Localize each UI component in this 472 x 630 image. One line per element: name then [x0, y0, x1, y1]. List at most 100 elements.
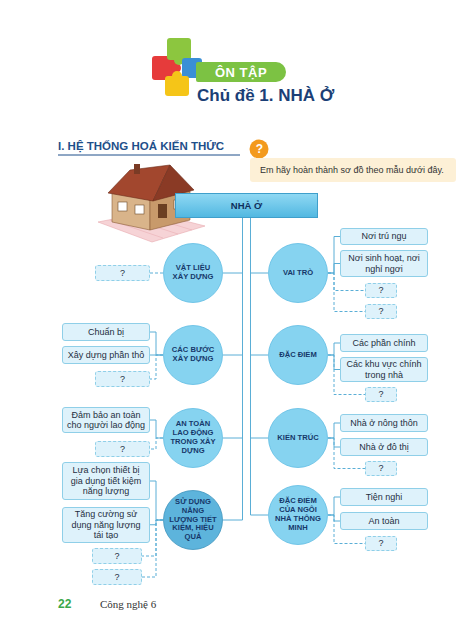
leaf-box: ? [365, 387, 397, 402]
leaf-box: ? [365, 283, 397, 298]
book-title: Công nghệ 6 [100, 598, 156, 610]
connector-line [328, 264, 340, 274]
connector-line [223, 218, 243, 273]
connector-line [150, 481, 163, 520]
leaf-box: Nhà ở nông thôn [340, 414, 428, 432]
circle-shape [269, 244, 328, 303]
root-box: NHÀ Ở [175, 193, 318, 218]
topic-circle: SỬ DỤNG NĂNG LƯỢNG TIẾT KIỆM, HIỆU QUẢ [163, 490, 223, 550]
leaf-box: Tăng cường sử dụng năng lượng tái tạo [62, 507, 150, 543]
topic-circle: KIẾN TRÚC [268, 408, 328, 468]
node-text: Các khu vực chính trong nhà [344, 359, 424, 380]
node-text: Nhà ở nông thôn [350, 418, 417, 429]
leaf-box: Các khu vực chính trong nhà [340, 357, 428, 382]
node-text: Nơi trú ngụ [362, 231, 407, 242]
connector-line [328, 343, 340, 355]
leaf-box: Xây dựng phần thô [62, 346, 150, 364]
house-door [158, 204, 167, 218]
leaf-box: An toàn [340, 512, 428, 530]
leaf-box: Nơi trú ngụ [340, 228, 428, 245]
leaf-box: Nhà ở đô thị [340, 438, 428, 456]
topic-circle: CÁC BƯỚC XÂY DỰNG [163, 325, 223, 385]
leaf-box: Lựa chọn thiết bị gia dụng tiết kiệm năn… [62, 462, 150, 500]
leaf-box: ? [95, 371, 150, 387]
connector-line [150, 420, 163, 438]
topic-circle: VAI TRÒ [268, 243, 328, 303]
puzzle-knob [172, 71, 182, 81]
connector-line [150, 273, 163, 274]
house-window [135, 205, 144, 214]
circle-text: VẬT LIỆU XÂY DỰNG [167, 264, 219, 282]
node-text: ? [378, 463, 383, 474]
node-text: Nơi sinh hoạt, nơi nghỉ ngơi [344, 253, 424, 274]
heading-underline [58, 155, 240, 156]
node-text: ÔN TẬP [215, 65, 267, 80]
circle-shape [164, 244, 223, 303]
node-text: ? [378, 285, 383, 296]
connector-line [251, 218, 269, 273]
question-icon [250, 140, 269, 159]
circle-text: KIẾN TRÚC [272, 434, 324, 443]
connector-line [328, 423, 340, 438]
node-text: ? [378, 389, 383, 400]
leaf-box: ? [365, 304, 397, 319]
node-text: Xây dựng phần thô [68, 350, 145, 361]
instruction-box: Em hãy hoàn thành sơ đồ theo mẫu dưới đâ… [250, 158, 456, 182]
connector-line [328, 273, 365, 312]
connector-line [150, 332, 163, 355]
circle-text: CÁC BƯỚC XÂY DỰNG [167, 346, 219, 364]
connector-line [223, 218, 243, 355]
circle-text: SỬ DỤNG NĂNG LƯỢNG TIẾT KIỆM, HIỆU QUẢ [167, 498, 219, 542]
connector-line [328, 355, 340, 370]
node-text: Lựa chọn thiết bị gia dụng tiết kiệm năn… [66, 465, 146, 497]
circle-text: ĐẶC ĐIỂM CỦA NGÔI NHÀ THÔNG MINH [272, 497, 324, 532]
circle-text: ĐẶC ĐIỂM [272, 351, 324, 360]
puzzle-icon [152, 38, 202, 96]
topic-circle: ĐẶC ĐIỂM CỦA NGÔI NHÀ THÔNG MINH [268, 485, 328, 545]
node-text: ? [120, 374, 125, 385]
circle-text: VAI TRÒ [272, 269, 324, 278]
leaf-box: Tiện nghi [340, 488, 428, 506]
circle-shape [164, 491, 223, 550]
circle-shape [164, 409, 223, 468]
node-text: ? [120, 444, 125, 455]
node-text: Nhà ở đô thị [359, 442, 408, 453]
topic-circle: VẬT LIỆU XÂY DỰNG [163, 243, 223, 303]
section-heading: I. HỆ THỐNG HOÁ KIẾN THỨC [58, 140, 224, 152]
connector-line [223, 218, 243, 438]
node-text: ? [378, 538, 383, 549]
topic-circle: ĐẶC ĐIỂM [268, 325, 328, 385]
connector-line [251, 218, 269, 355]
node-text: Chuẩn bị [88, 327, 124, 338]
topic-circle: AN TOÀN LAO ĐỘNG TRONG XÂY DỰNG [163, 408, 223, 468]
connector-line [223, 218, 243, 520]
review-badge: ÔN TẬP [196, 62, 286, 82]
connector-line [328, 237, 340, 274]
node-text: Tiện nghi [366, 492, 403, 503]
circle-shape [164, 326, 223, 385]
leaf-box: Nơi sinh hoạt, nơi nghỉ ngơi [340, 250, 428, 277]
circle-shape [269, 486, 328, 545]
node-text: Tăng cường sử dụng năng lượng tái tạo [66, 509, 146, 541]
house-chimney [134, 164, 140, 174]
leaf-box: ? [95, 441, 150, 457]
leaf-box: ? [365, 536, 397, 551]
node-text: NHÀ Ở [231, 200, 262, 211]
leaf-box: Chuẩn bị [62, 323, 150, 341]
leaf-box: ? [95, 265, 150, 281]
node-text: ? [114, 551, 119, 562]
connector-line [251, 218, 269, 515]
leaf-box: Đảm bảo an toàn cho người lao động [62, 407, 150, 433]
leaf-box: ? [92, 569, 142, 585]
circle-shape [269, 326, 328, 385]
node-text: ? [378, 306, 383, 317]
leaf-box: Các phần chính [340, 334, 428, 352]
circle-text: AN TOÀN LAO ĐỘNG TRONG XÂY DỰNG [167, 420, 219, 455]
node-text: ? [114, 572, 119, 583]
node-text: Các phần chính [352, 338, 415, 349]
page-title: Chủ đề 1. NHÀ Ở [197, 86, 334, 106]
page-number: 22 [58, 597, 71, 611]
node-text: Em hãy hoàn thành sơ đồ theo mẫu dưới đâ… [260, 165, 444, 175]
connector-line [150, 355, 163, 379]
